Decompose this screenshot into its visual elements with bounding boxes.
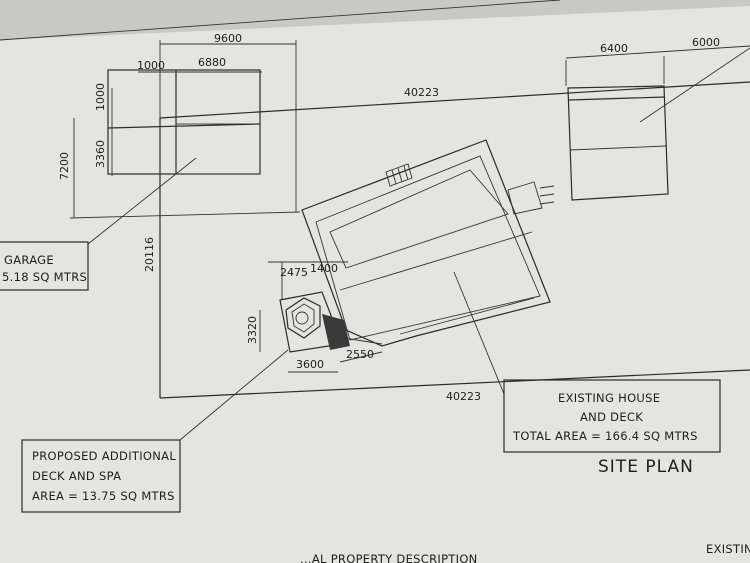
dim-boundary-bottom: 40223	[446, 390, 481, 403]
house-porch	[507, 181, 543, 215]
dim-2550: 2550	[346, 348, 374, 361]
dim-6880: 6880	[198, 56, 226, 69]
dim-boundary-top: 40223	[404, 86, 439, 99]
dim-3600: 3600	[296, 358, 324, 371]
garage-inner-line	[107, 123, 261, 129]
deck-label-1: PROPOSED ADDITIONAL	[32, 449, 176, 463]
house-label-1: EXISTING HOUSE	[558, 391, 660, 405]
dim-20116: 20116	[143, 237, 156, 272]
chimney	[385, 163, 413, 187]
dim-3320: 3320	[246, 316, 259, 344]
house-label-2: AND DECK	[580, 410, 643, 424]
garage-block	[107, 69, 261, 175]
deck-label-3: AREA = 13.75 SQ MTRS	[32, 489, 175, 503]
deck-steps	[322, 314, 350, 350]
existing-house	[301, 139, 555, 395]
house-leader	[453, 271, 505, 395]
boundary-bottom-line	[159, 369, 750, 399]
paper-border-line	[0, 0, 561, 41]
deck-label-box	[21, 439, 181, 513]
neighbour-building	[565, 45, 750, 201]
deck-leader	[179, 349, 289, 441]
deck-label-2: DECK AND SPA	[32, 469, 121, 483]
dim-2475: 2475	[280, 266, 308, 279]
footer-left-text: ...AL PROPERTY DESCRIPTION	[300, 552, 478, 563]
dim-6400: 6400	[600, 42, 628, 55]
dim-3360: 3360	[94, 140, 107, 168]
spa-octagon	[285, 297, 321, 339]
boundary-top-line	[159, 81, 750, 119]
dim-7200: 7200	[58, 152, 71, 180]
dim-1000: 1000	[137, 59, 165, 72]
garage-dimensions	[69, 40, 301, 219]
dim-9600: 9600	[214, 32, 242, 45]
house-label-3: TOTAL AREA = 166.4 SQ MTRS	[512, 429, 698, 443]
garage-room	[175, 123, 261, 175]
house-label-box	[503, 379, 721, 453]
dim-setback-1000: 1000	[94, 83, 107, 111]
proposed-deck-spa	[179, 261, 383, 441]
neighbour-outline	[567, 85, 669, 201]
garage-label-2: 5.18 SQ MTRS	[2, 270, 87, 284]
dim-1400: 1400	[310, 262, 338, 275]
paper-edge	[0, 0, 750, 40]
garage-label-box	[0, 157, 197, 291]
garage-label-1: GARAGE	[4, 253, 54, 267]
footer-right-text: EXISTIN	[706, 542, 750, 556]
plan-title: SITE PLAN	[598, 457, 694, 477]
dim-6000: 6000	[692, 36, 720, 49]
